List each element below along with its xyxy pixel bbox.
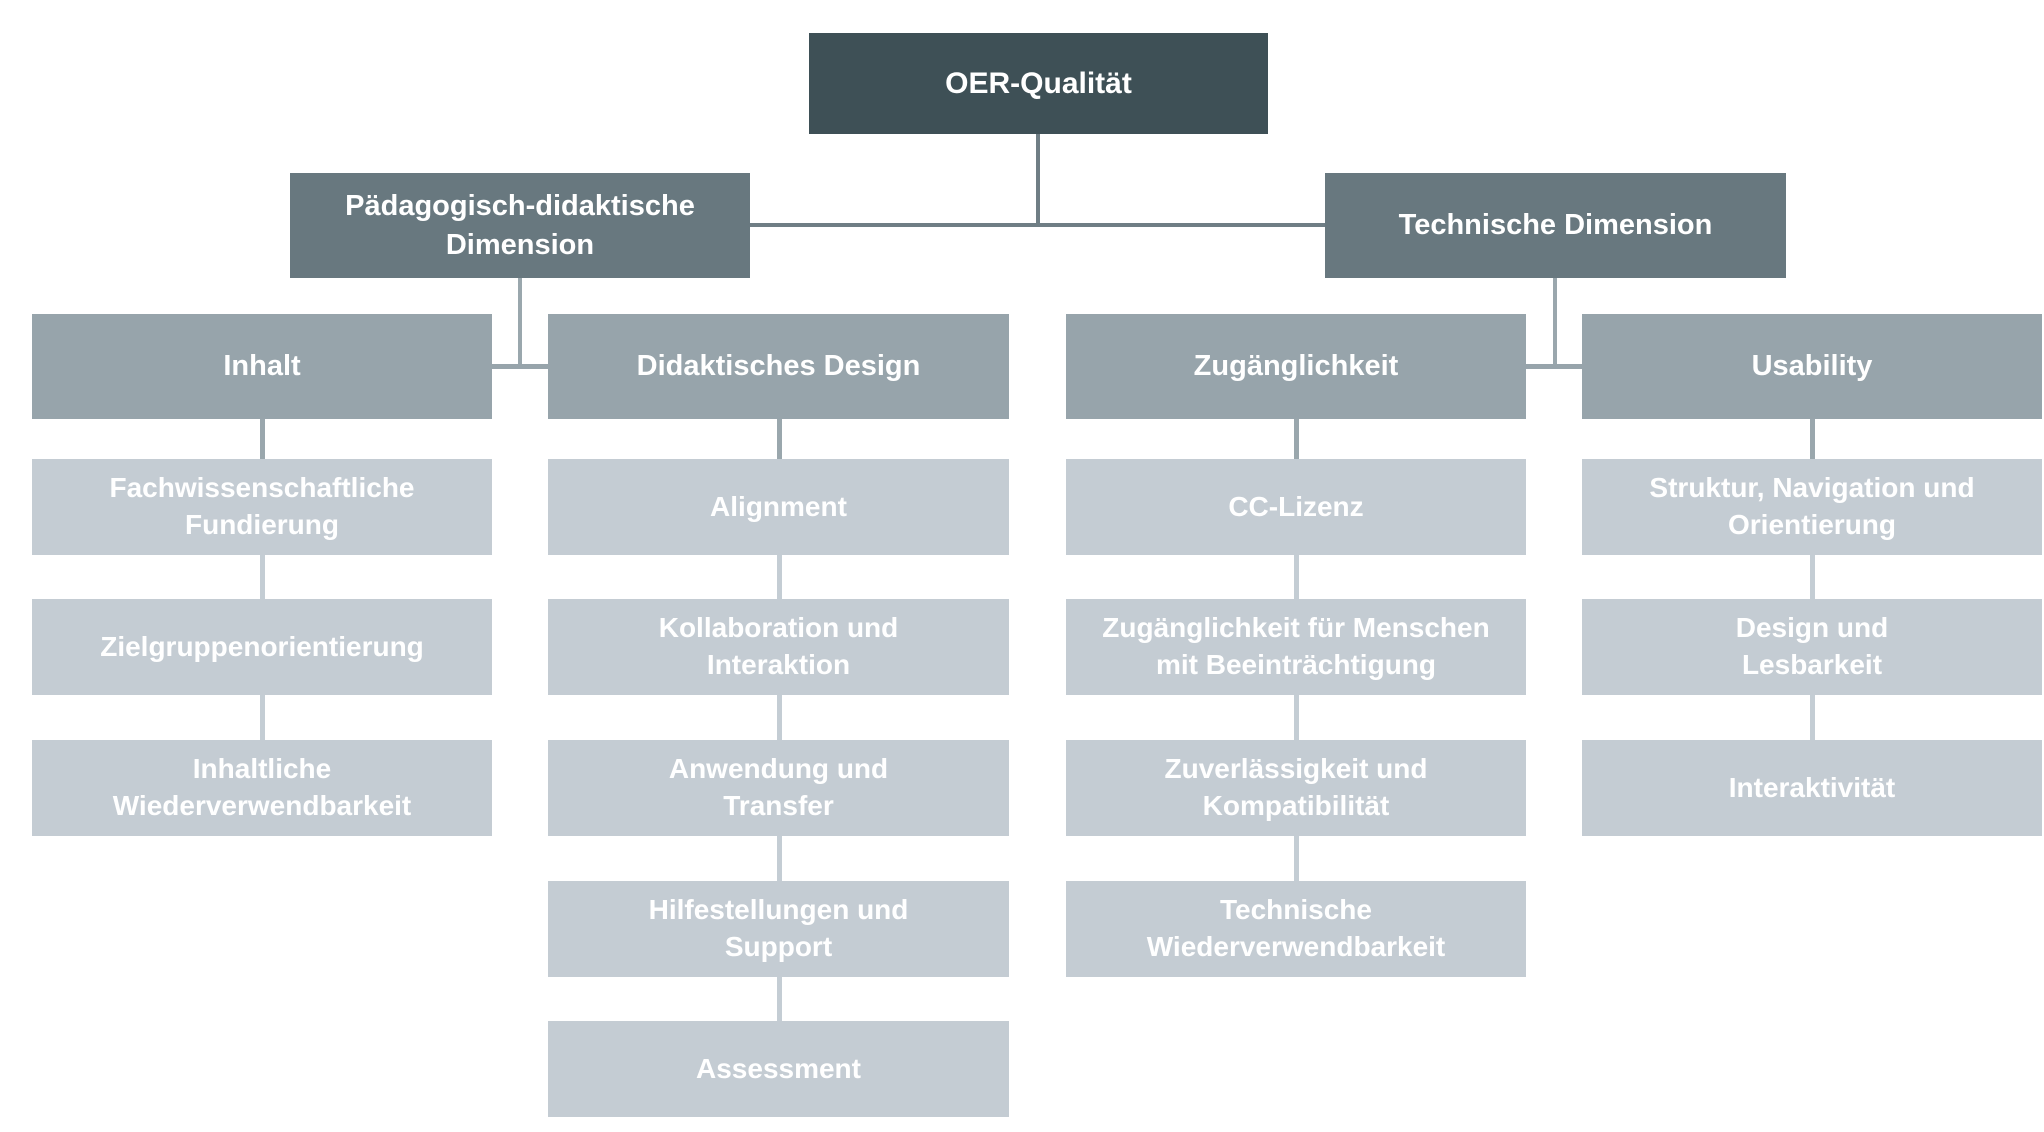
node-cc-lizenz: CC-Lizenz [1066,459,1526,555]
connector-col2-header [777,419,782,459]
connector-col3-gap2 [1294,695,1299,740]
connector-dimension2-horizontal [1526,364,1582,369]
node-design-und-lesbarkeit: Design und Lesbarkeit [1582,599,2042,695]
connector-root-vertical [1036,134,1040,227]
connector-col1-gap1 [260,555,265,599]
node-zugaenglichkeit: Zugänglichkeit [1066,314,1526,419]
connector-col4-gap2 [1810,695,1815,740]
node-technische-wiederverwendbarkeit: Technische Wiederverwendbarkeit [1066,881,1526,977]
connector-root-horizontal [750,223,1325,227]
node-kollaboration-und-interaktion: Kollaboration und Interaktion [548,599,1009,695]
connector-col1-gap2 [260,695,265,740]
connector-col2-gap1 [777,555,782,599]
node-technische-dimension: Technische Dimension [1325,173,1786,278]
node-assessment: Assessment [548,1021,1009,1117]
node-oer-qualitaet: OER-Qualität [809,33,1268,134]
connector-col2-gap2 [777,695,782,740]
connector-dimension1-horizontal [492,364,548,369]
node-zielgruppenorientierung: Zielgruppenorientierung [32,599,492,695]
node-anwendung-und-transfer: Anwendung und Transfer [548,740,1009,836]
node-interaktivitaet: Interaktivität [1582,740,2042,836]
connector-col4-gap1 [1810,555,1815,599]
node-didaktisches-design: Didaktisches Design [548,314,1009,419]
node-zugaenglichkeit-fuer-menschen-mit-beeintraechtigung: Zugänglichkeit für Menschen mit Beeinträ… [1066,599,1526,695]
connector-col3-gap1 [1294,555,1299,599]
connector-col2-gap3 [777,836,782,881]
node-paedagogisch-didaktische-dimension: Pädagogisch-didaktische Dimension [290,173,750,278]
node-inhalt: Inhalt [32,314,492,419]
node-usability: Usability [1582,314,2042,419]
connector-col1-header [260,419,265,459]
connector-col3-gap3 [1294,836,1299,881]
connector-col2-gap4 [777,977,782,1021]
node-alignment: Alignment [548,459,1009,555]
connector-dimension2-vertical [1553,278,1557,369]
node-inhaltliche-wiederverwendbarkeit: Inhaltliche Wiederverwendbarkeit [32,740,492,836]
node-zuverlaessigkeit-und-kompatibilitaet: Zuverlässigkeit und Kompatibilität [1066,740,1526,836]
node-fachwissenschaftliche-fundierung: Fachwissenschaftliche Fundierung [32,459,492,555]
node-hilfestellungen-und-support: Hilfestellungen und Support [548,881,1009,977]
node-struktur-navigation-und-orientierung: Struktur, Navigation und Orientierung [1582,459,2042,555]
connector-col3-header [1294,419,1299,459]
connector-dimension1-vertical [518,278,522,369]
connector-col4-header [1810,419,1815,459]
